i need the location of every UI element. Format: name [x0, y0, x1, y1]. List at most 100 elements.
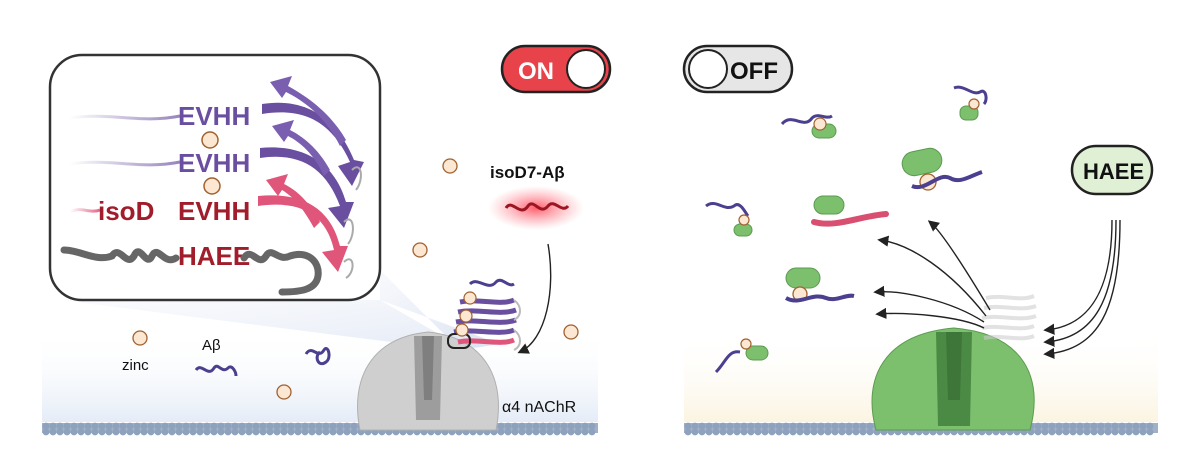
- toggle-off[interactable]: OFF: [682, 44, 794, 94]
- membrane-bead: [140, 428, 148, 436]
- membrane-bead: [1104, 428, 1112, 436]
- membrane-bead: [238, 422, 246, 430]
- released-abeta-complexes: [705, 85, 988, 374]
- beta-strand-arrow-1: [262, 102, 364, 186]
- dissociated-fibril: [981, 294, 1037, 341]
- membrane-bead: [553, 422, 561, 430]
- membrane-bead: [698, 428, 706, 436]
- membrane-bead: [497, 422, 505, 430]
- helix-right: [240, 249, 322, 296]
- membrane-bead: [553, 428, 561, 436]
- membrane-bead: [315, 428, 323, 436]
- membrane-bead: [217, 422, 225, 430]
- membrane-bead: [343, 428, 351, 436]
- membrane-bead: [84, 428, 92, 436]
- membrane-bead: [581, 428, 589, 436]
- membrane-bead: [719, 422, 727, 430]
- beta-strand-arrow-pink-1: [258, 195, 348, 272]
- membrane-bead: [273, 422, 281, 430]
- membrane-bead: [266, 428, 274, 436]
- isod7-peptide: [504, 202, 570, 212]
- membrane-bead: [280, 428, 288, 436]
- membrane-bead: [1076, 422, 1084, 430]
- membrane-bead: [782, 422, 790, 430]
- membrane-bead: [168, 422, 176, 430]
- membrane-bead: [210, 428, 218, 436]
- membrane-bead: [63, 422, 71, 430]
- membrane-bead: [698, 422, 706, 430]
- membrane-bead: [705, 422, 713, 430]
- inset-row4-text: HAEE: [178, 241, 250, 271]
- membrane-bead: [824, 422, 832, 430]
- haee-arrows: [1043, 219, 1121, 359]
- membrane-bead: [175, 422, 183, 430]
- membrane-bead: [588, 428, 596, 436]
- haee-badge: HAEE: [1070, 144, 1154, 196]
- membrane-bead: [224, 422, 232, 430]
- toggle-on[interactable]: ON: [500, 44, 612, 94]
- membrane-bead: [259, 428, 267, 436]
- membrane-bead: [712, 422, 720, 430]
- membrane-bead: [1139, 428, 1147, 436]
- membrane-bead: [1048, 428, 1056, 436]
- membrane-bead: [719, 428, 727, 436]
- membrane-bead: [866, 428, 874, 436]
- membrane-bead: [1125, 422, 1133, 430]
- membrane-bead: [747, 428, 755, 436]
- membrane-bead: [775, 428, 783, 436]
- membrane-bead: [740, 428, 748, 436]
- membrane-bead: [691, 422, 699, 430]
- inset-row3-text: EVHH: [178, 196, 250, 226]
- membrane-bead: [1090, 422, 1098, 430]
- membrane-bead: [70, 422, 78, 430]
- membrane-bead: [1111, 428, 1119, 436]
- membrane-bead: [1048, 422, 1056, 430]
- inset-row3-prefix: isoD: [98, 196, 154, 226]
- membrane-bead: [1055, 422, 1063, 430]
- membrane-bead: [217, 428, 225, 436]
- membrane-bead: [761, 422, 769, 430]
- membrane-bead: [768, 428, 776, 436]
- membrane-bead: [852, 428, 860, 436]
- membrane-bead: [168, 428, 176, 436]
- membrane-bead: [838, 428, 846, 436]
- beta-strand-arrow-3: [270, 76, 346, 146]
- membrane-bead: [546, 428, 554, 436]
- membrane-bead: [287, 422, 295, 430]
- membrane-bead: [126, 428, 134, 436]
- membrane-bead: [301, 428, 309, 436]
- toggle-on-label: ON: [518, 58, 554, 85]
- membrane-bead: [175, 428, 183, 436]
- membrane-bead: [845, 422, 853, 430]
- inset-row1-text: EVHH: [178, 101, 250, 131]
- membrane-bead: [42, 422, 50, 430]
- membrane-bead: [70, 428, 78, 436]
- membrane-bead: [91, 428, 99, 436]
- membrane-bead: [280, 422, 288, 430]
- membrane-bead: [238, 428, 246, 436]
- membrane-bead: [1132, 422, 1140, 430]
- membrane-bead: [147, 422, 155, 430]
- membrane-bead: [511, 422, 519, 430]
- cell-membrane-left: [42, 422, 598, 436]
- membrane-bead: [497, 428, 505, 436]
- membrane-bead: [796, 422, 804, 430]
- membrane-bead: [224, 428, 232, 436]
- toggle-off-label: OFF: [730, 58, 778, 85]
- membrane-bead: [803, 428, 811, 436]
- abeta-label: Aβ: [202, 337, 221, 354]
- membrane-bead: [77, 428, 85, 436]
- binding-arrow: [517, 243, 552, 354]
- membrane-bead: [1104, 422, 1112, 430]
- membrane-bead: [789, 428, 797, 436]
- receptor-label: α4 nAChR: [502, 399, 576, 416]
- inset-row2-text: EVHH: [178, 148, 250, 178]
- membrane-bead: [504, 428, 512, 436]
- membrane-bead: [1111, 422, 1119, 430]
- membrane-bead: [294, 428, 302, 436]
- membrane-bead: [336, 422, 344, 430]
- membrane-bead: [49, 422, 57, 430]
- membrane-bead: [747, 422, 755, 430]
- membrane-bead: [567, 428, 575, 436]
- membrane-bead: [98, 422, 106, 430]
